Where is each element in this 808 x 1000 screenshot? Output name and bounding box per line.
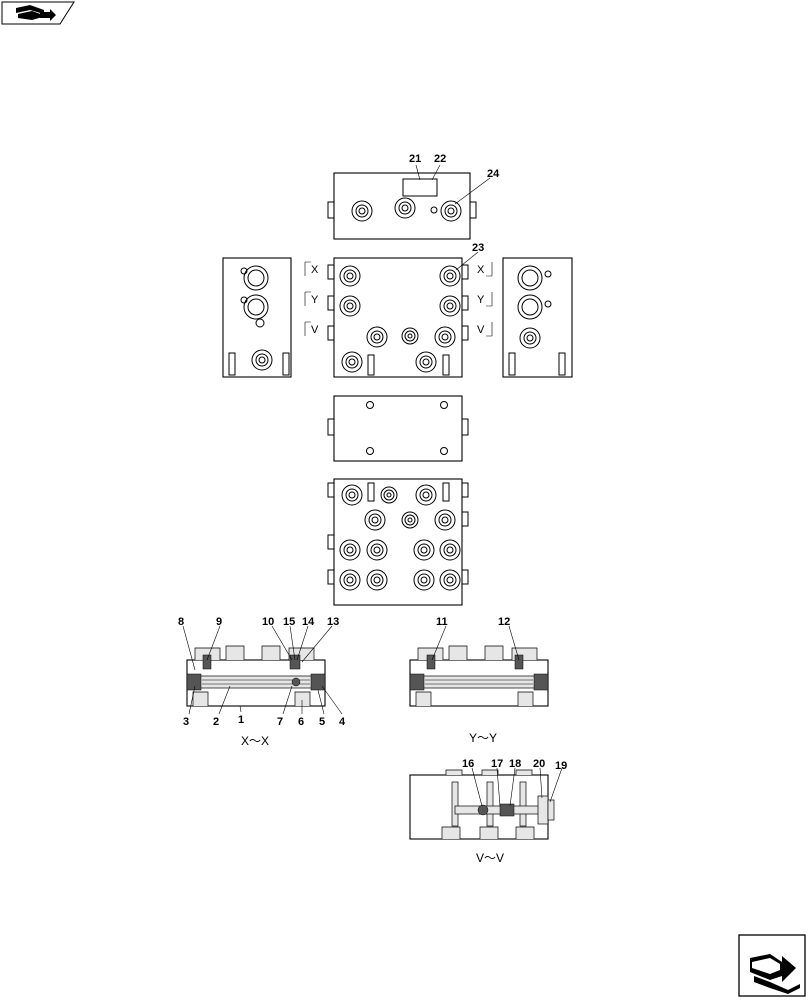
section-mark-y-right: Y: [477, 294, 485, 306]
callout-14: 14: [302, 616, 315, 628]
section-v-v: [409, 769, 555, 840]
callout-1: 1: [238, 714, 244, 726]
section-markers: [304, 261, 493, 337]
callout-22: 22: [434, 153, 446, 165]
callout-5: 5: [319, 716, 325, 728]
callout-16: 16: [462, 758, 474, 770]
callout-11: 11: [436, 616, 448, 628]
section-mark-v-left: V: [311, 324, 319, 336]
callout-19: 19: [555, 760, 567, 772]
callout-3: 3: [183, 716, 189, 728]
callout-23: 23: [472, 242, 484, 254]
callout-12: 12: [498, 616, 510, 628]
section-y-y: [409, 645, 549, 707]
book-arrow-icon[interactable]: [1, 1, 75, 25]
next-page-arrow-icon[interactable]: [738, 934, 806, 997]
top-view-block: [327, 164, 491, 240]
callout-8: 8: [178, 616, 184, 628]
callout-13: 13: [327, 616, 339, 628]
front-main-view: [327, 251, 479, 378]
bottom-view-block: [327, 478, 469, 606]
left-side-view: [222, 257, 292, 378]
section-x-x: [186, 645, 326, 707]
right-side-view: [502, 257, 573, 378]
callout-6: 6: [298, 716, 304, 728]
section-mark-x-right: X: [477, 264, 485, 276]
callout-4: 4: [339, 716, 346, 728]
middle-block-view: [327, 395, 469, 462]
callout-9: 9: [216, 616, 222, 628]
caption-y-y: Y～Y: [469, 731, 497, 745]
callout-21: 21: [409, 153, 421, 165]
callout-20: 20: [533, 758, 545, 770]
callout-15: 15: [283, 616, 295, 628]
callout-2: 2: [213, 716, 219, 728]
callout-18: 18: [509, 758, 521, 770]
callout-7: 7: [277, 716, 283, 728]
callout-24: 24: [487, 168, 500, 180]
caption-x-x: X～X: [241, 734, 269, 748]
section-mark-y-left: Y: [311, 294, 319, 306]
callout-17: 17: [491, 758, 503, 770]
caption-v-v: V～V: [476, 851, 504, 865]
section-mark-x-left: X: [311, 264, 319, 276]
section-mark-v-right: V: [477, 324, 485, 336]
callout-10: 10: [262, 616, 274, 628]
